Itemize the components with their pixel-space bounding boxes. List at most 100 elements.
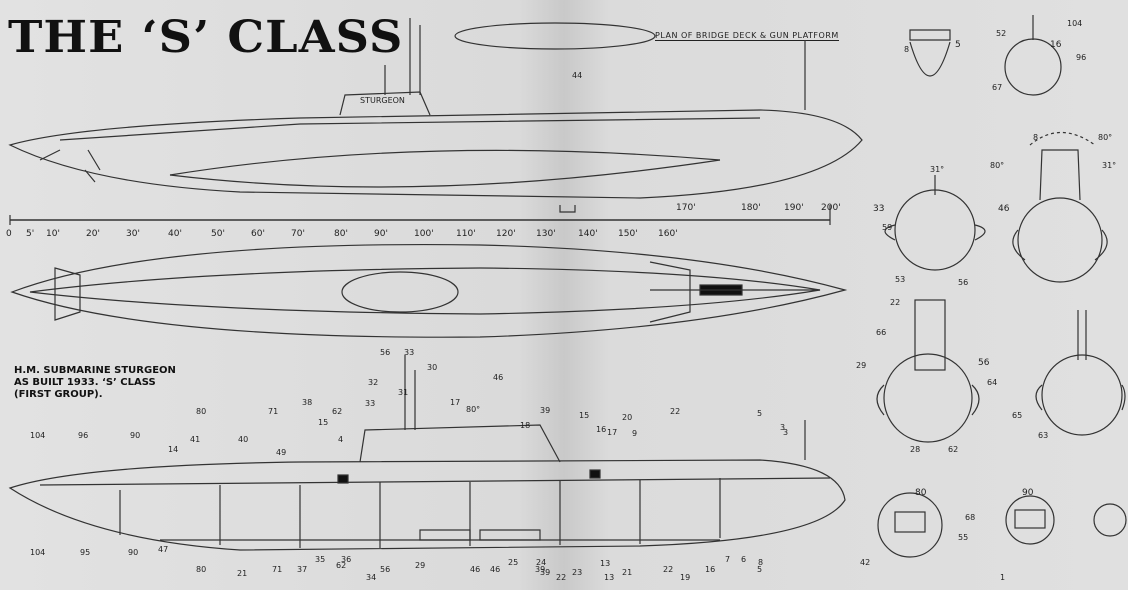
- callout-label: 30: [427, 363, 437, 372]
- section-label: 90: [1022, 488, 1034, 498]
- callout-label: 56: [958, 278, 968, 287]
- callout-label: 90: [130, 431, 140, 440]
- caption-line: (FIRST GROUP).: [14, 389, 103, 400]
- callout-label: 38: [302, 398, 312, 407]
- callout-label: 46: [490, 565, 500, 574]
- callout-label: 5: [757, 409, 762, 418]
- callout-label: 33: [365, 399, 375, 408]
- section-96: [1093, 503, 1127, 537]
- callout-label: 80: [196, 407, 206, 416]
- keel-detail: [559, 205, 576, 213]
- hull-name: STURGEON: [360, 96, 405, 105]
- callout-label: 104: [30, 548, 45, 557]
- bridge-plan: [341, 271, 459, 313]
- scale-label: 70': [291, 229, 305, 239]
- callout-label: 8: [904, 45, 909, 54]
- callout-label: 9: [632, 429, 637, 438]
- callout-label: 104: [1067, 19, 1082, 28]
- callout-label: 29: [856, 361, 866, 370]
- callout-label: 80°: [990, 161, 1004, 170]
- callout-label: 7: [725, 555, 730, 564]
- plan-label: PLAN OF BRIDGE DECK & GUN PLATFORM: [655, 31, 839, 41]
- scale-label: 110': [456, 229, 476, 239]
- callout-label: 62: [332, 407, 342, 416]
- scale-label: 180': [741, 203, 761, 213]
- profile-casing: [59, 117, 761, 141]
- callout-label: 64: [987, 378, 997, 387]
- section-label: 56: [978, 358, 990, 368]
- section-label: 16: [1050, 40, 1062, 50]
- inboard-tower: [359, 424, 561, 463]
- section-label: 80: [915, 488, 927, 498]
- callout-label: 22: [556, 573, 566, 582]
- callout-label: 8: [1033, 133, 1038, 142]
- callout-label: 56: [380, 348, 390, 357]
- callout-label: 15: [579, 411, 589, 420]
- profile-hull: [8, 109, 863, 199]
- conning-tower: [339, 91, 431, 116]
- scale-label: 120': [496, 229, 516, 239]
- section-80: [877, 492, 943, 558]
- callout-label: 22: [670, 407, 680, 416]
- callout-label: 29: [415, 561, 425, 570]
- callout-label: 46: [470, 565, 480, 574]
- scale-label: 60': [251, 229, 265, 239]
- callout-label: 16: [596, 425, 606, 434]
- callout-label: 52: [996, 29, 1006, 38]
- callout-label: 62: [948, 445, 958, 454]
- callout-label: 31°: [1102, 161, 1116, 170]
- callout-label: 96: [1076, 53, 1086, 62]
- scale-label: 140': [578, 229, 598, 239]
- callout-label: 55: [958, 533, 968, 542]
- callout-label: 41: [190, 435, 200, 444]
- callout-label: 14: [168, 445, 178, 454]
- callout-label: 18: [520, 421, 530, 430]
- callout-label: 19: [680, 573, 690, 582]
- section-46: [1012, 132, 1108, 283]
- scale-label: 160': [658, 229, 678, 239]
- callout-label: 53: [895, 275, 905, 284]
- callout-label: 34: [366, 573, 376, 582]
- callout-label: 39: [540, 406, 550, 415]
- callout-label: 71: [272, 565, 282, 574]
- callout-label: 13: [600, 559, 610, 568]
- callout-label: 42: [860, 558, 870, 567]
- section-16: [1004, 15, 1062, 96]
- callout-label: 39: [540, 568, 550, 577]
- callout-label: 31°: [930, 165, 944, 174]
- callout-label: 90: [128, 548, 138, 557]
- callout-label: 62: [336, 561, 346, 570]
- callout-label: 5: [757, 565, 762, 574]
- callout-label: 21: [622, 568, 632, 577]
- callout-label: 80: [196, 565, 206, 574]
- callout-label: 28: [910, 445, 920, 454]
- scale-label: 20': [86, 229, 100, 239]
- callout-label: 3: [783, 428, 788, 437]
- callout-label: 15: [318, 418, 328, 427]
- callout-label: 67: [992, 83, 1002, 92]
- scale-label: 200': [821, 203, 841, 213]
- bridge-deck-plan: [454, 22, 656, 50]
- callout-label: 44: [572, 71, 582, 80]
- caption: H.M. SUBMARINE STURGEON AS BUILT 1933. ‘…: [14, 365, 176, 401]
- callout-label: 1: [1000, 573, 1005, 582]
- stern-detail: [39, 149, 101, 183]
- scale-label: 170': [676, 203, 696, 213]
- section-label: 33: [873, 204, 884, 214]
- scale-label: 5': [26, 229, 34, 239]
- inboard-hull: [8, 459, 846, 551]
- callout-label: 39: [535, 565, 545, 574]
- inboard-compartments: [119, 478, 721, 548]
- profile-inner: [169, 149, 721, 176]
- callout-label: 65: [1012, 411, 1022, 420]
- callout-label: 46: [493, 373, 503, 382]
- page-title: THE ‘S’ CLASS: [8, 12, 404, 63]
- callout-label: 36: [341, 555, 351, 564]
- section-90: [1005, 495, 1055, 545]
- inboard-deck: [39, 477, 831, 486]
- callout-label: 20: [622, 413, 632, 422]
